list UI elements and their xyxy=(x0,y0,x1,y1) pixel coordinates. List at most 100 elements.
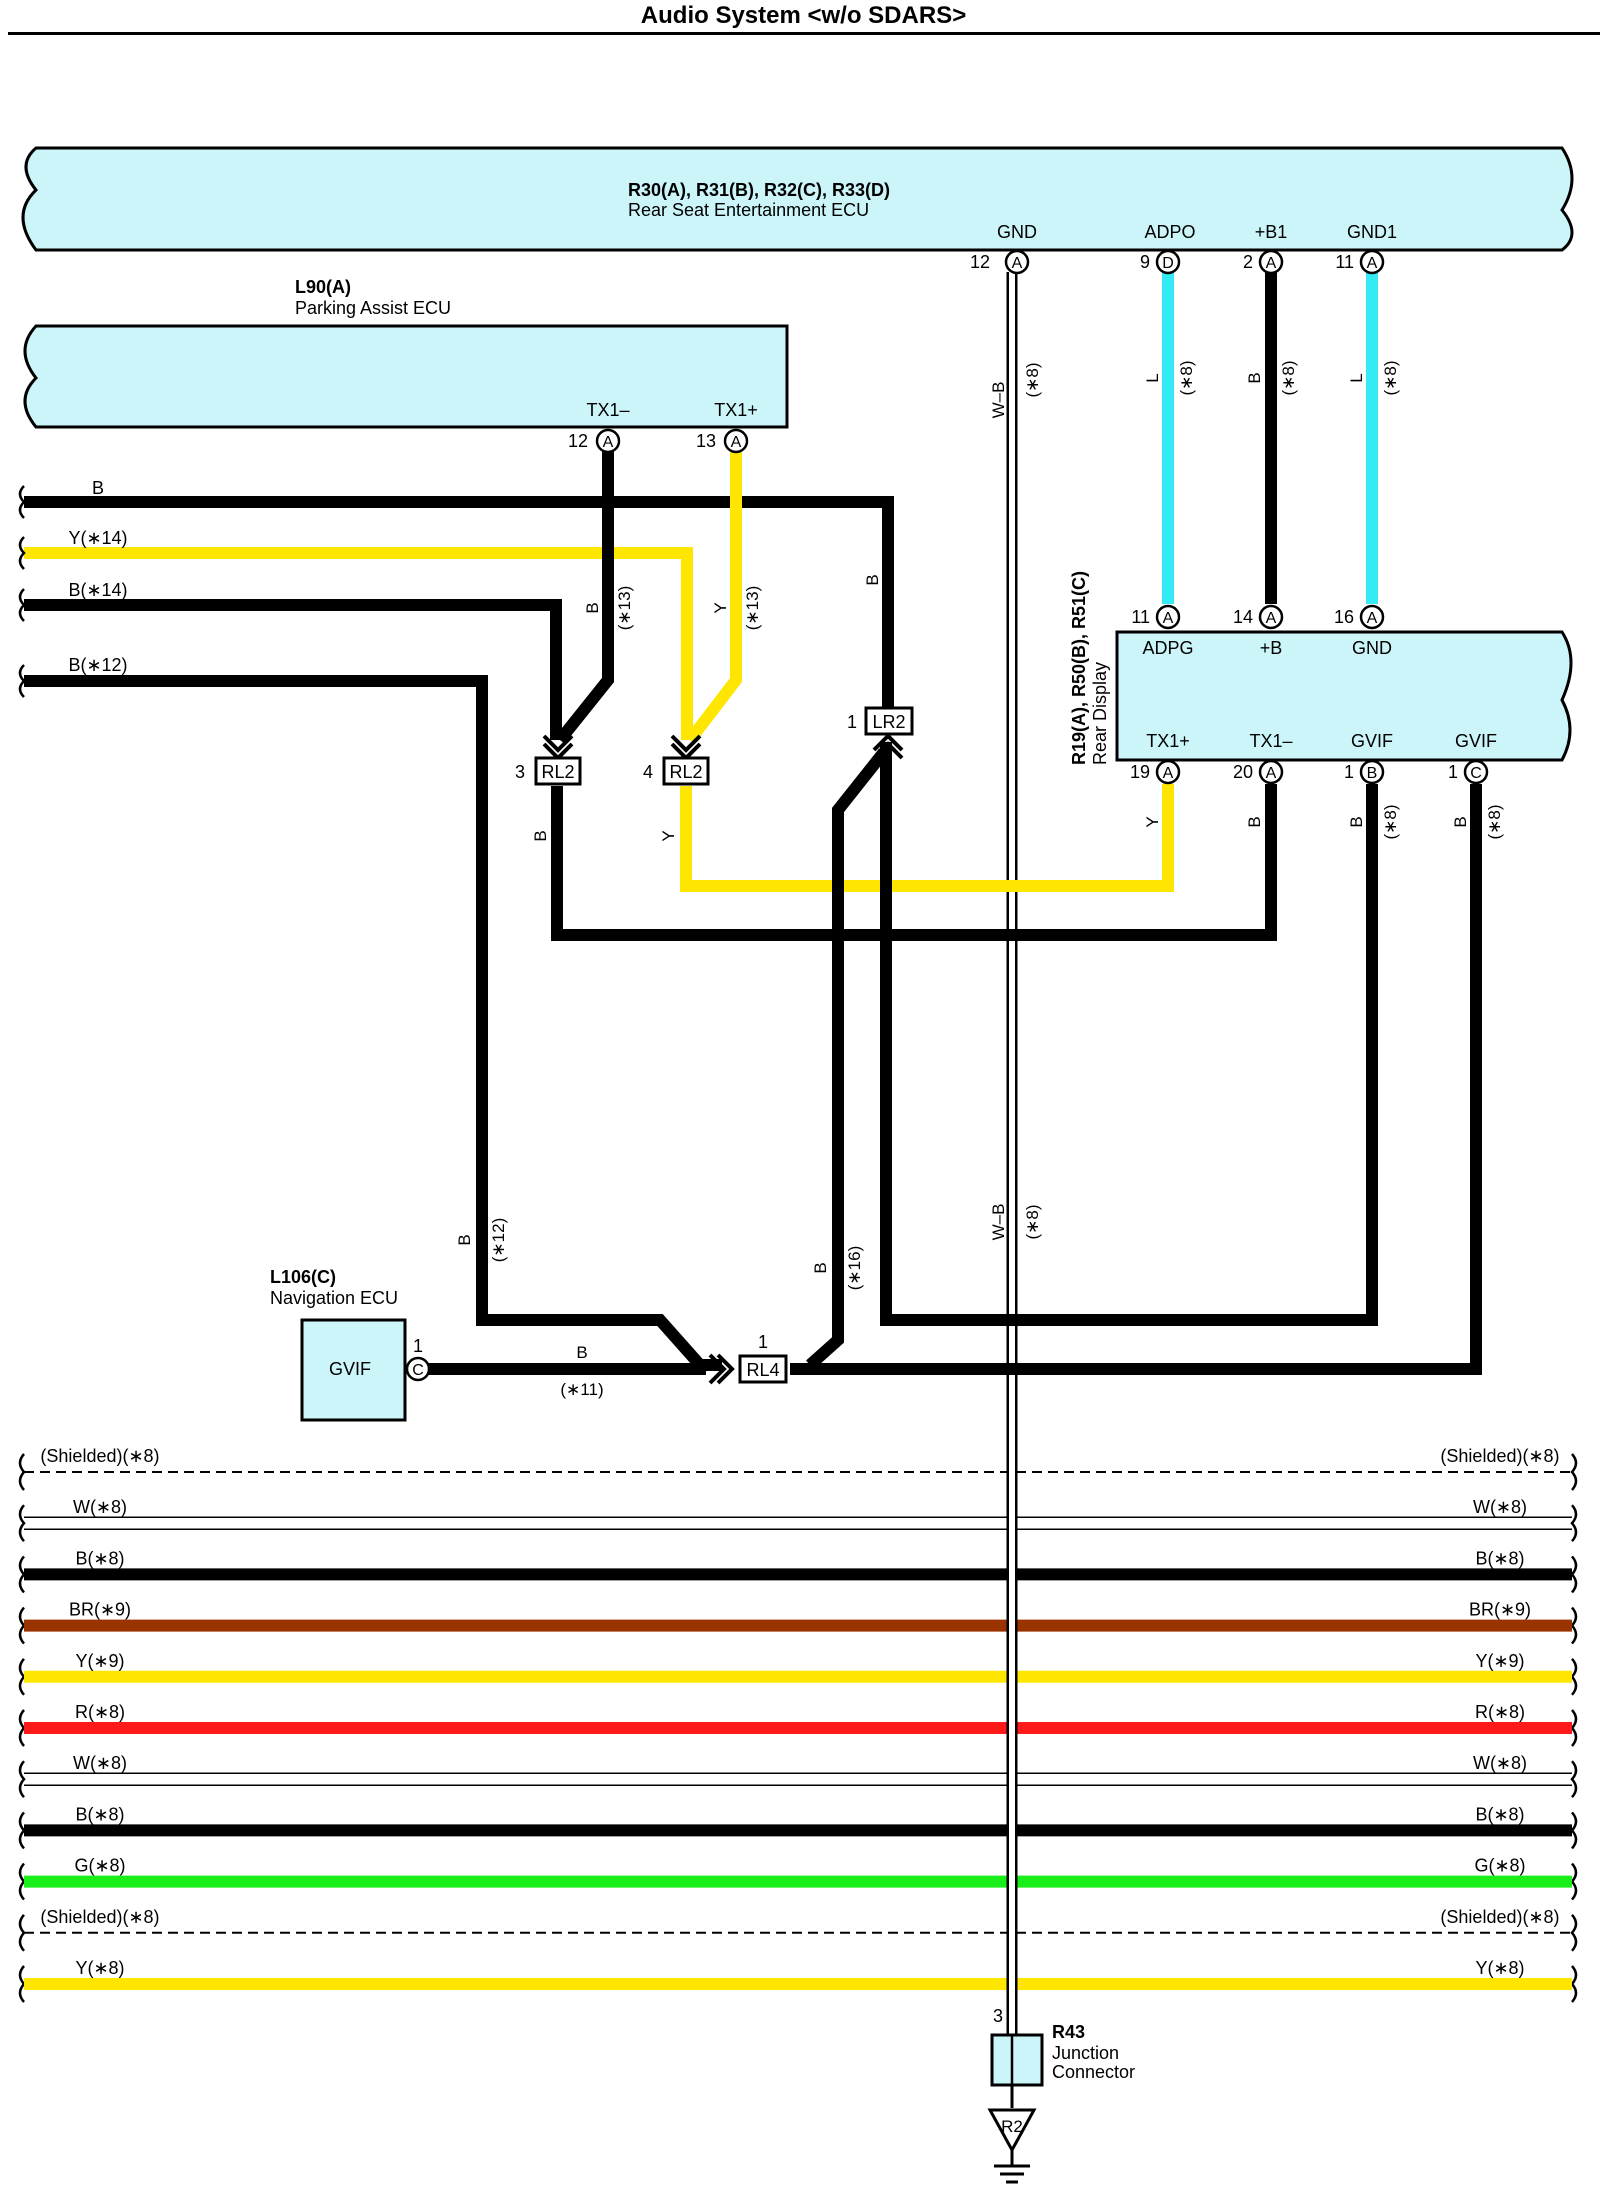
wire-label-gnd1: L xyxy=(1347,373,1366,382)
pa-pin-tx1m-num: 12 xyxy=(568,431,588,451)
rd-pin-adpg-conn: A xyxy=(1163,610,1174,627)
rd-pin-tx1m-num: 20 xyxy=(1233,762,1253,782)
wire-note-tx1p: (∗13) xyxy=(743,586,762,630)
bus-wire-break-left xyxy=(18,1913,26,1952)
nav-pin-num: 1 xyxy=(413,1336,423,1356)
rd-pin-tx1p-num: 19 xyxy=(1130,762,1150,782)
connector-rl2-b-label: RL2 xyxy=(669,762,702,782)
rse-pin-adpo-conn: D xyxy=(1162,255,1174,272)
nav-ecu-box: L106(C) Navigation ECU GVIF xyxy=(270,1267,407,1422)
junction-name-1: Junction xyxy=(1052,2043,1119,2063)
connector-lr2-label: LR2 xyxy=(872,712,905,732)
rd-pin-gnd-conn: A xyxy=(1367,610,1378,627)
wire-note-gnd: (∗8) xyxy=(1023,362,1042,397)
page-title: Audio System <w/o SDARS> xyxy=(640,2,967,29)
nav-pin-conn: C xyxy=(412,1362,424,1379)
wire-label-rl4: B xyxy=(811,1262,830,1273)
rear-display-bottom-pins: TX1+ 19 A TX1– 20 A GVIF 1 B GVIF 1 C xyxy=(1130,731,1497,785)
rse-ecu-box: R30(A), R31(B), R32(C), R33(D) Rear Seat… xyxy=(21,146,1574,252)
rse-pin-b1-label: +B1 xyxy=(1255,222,1288,242)
bus-wire-label-right: (Shielded)(∗8) xyxy=(1440,1907,1559,1927)
pa-pin-tx1p-label: TX1+ xyxy=(714,400,758,420)
wire-note-rl4: (∗16) xyxy=(845,1246,864,1290)
bus-wire-break-left xyxy=(18,1862,26,1901)
title-rule xyxy=(8,32,1600,35)
rse-pin-gnd-num: 12 xyxy=(970,252,990,272)
pa-ecu-name: Parking Assist ECU xyxy=(295,298,451,318)
bus-wire-label-right: B(∗8) xyxy=(1475,1804,1524,1824)
bus-wire-label-right: W(∗8) xyxy=(1473,1497,1527,1517)
bus-wire-break-right xyxy=(1570,1606,1578,1645)
pa-pin-tx1m-conn: A xyxy=(603,434,614,451)
connector-rl2-b-pin: 4 xyxy=(643,762,653,782)
rse-ecu-code: R30(A), R31(B), R32(C), R33(D) xyxy=(628,180,890,200)
bus-wire-label-right: B(∗8) xyxy=(1475,1548,1524,1568)
bus-wire-label-left: (Shielded)(∗8) xyxy=(40,1907,159,1927)
rd-pin-gvifc-conn: C xyxy=(1470,765,1482,782)
connector-rl2-b: RL2 4 xyxy=(643,756,710,786)
connector-lr2-pin: 1 xyxy=(847,712,857,732)
rd-pin-b-label: +B xyxy=(1260,638,1283,658)
bus-wire-break-right xyxy=(1570,1657,1578,1696)
wire-label-rd-gvifc: B xyxy=(1451,816,1470,827)
wire-label-nav: B xyxy=(576,1343,587,1362)
rear-display-box: R19(A), R50(B), R51(C) Rear Display xyxy=(1069,571,1573,765)
rse-pin-b1-num: 2 xyxy=(1243,252,1253,272)
left-wire-label-b14: B(∗14) xyxy=(68,580,127,600)
bus-wire-label-left: R(∗8) xyxy=(75,1702,125,1722)
rd-pin-b-num: 14 xyxy=(1233,607,1253,627)
wire-label-gnd2: W–B xyxy=(989,1204,1008,1241)
rd-pin-tx1m-label: TX1– xyxy=(1249,731,1292,751)
wire-note-rd-gvifb: (∗8) xyxy=(1381,804,1400,839)
rear-display-name: Rear Display xyxy=(1090,662,1110,765)
bus-wire-break-right xyxy=(1570,1555,1578,1594)
bus-wire-break-right xyxy=(1570,1913,1578,1952)
rd-pin-gvifb-label: GVIF xyxy=(1351,731,1393,751)
rse-pin-adpo-num: 9 xyxy=(1140,252,1150,272)
bus-wire-break-right xyxy=(1570,1504,1578,1543)
bus-wire-break-right xyxy=(1570,1811,1578,1850)
left-wire-breaks xyxy=(18,485,26,698)
rd-pin-adpg-num: 11 xyxy=(1131,607,1150,627)
nav-ecu-pin: 1 C xyxy=(405,1336,431,1382)
connector-rl4: RL4 1 xyxy=(738,1332,788,1384)
wire-label-lr2: B xyxy=(863,574,882,585)
wire-labels: W–B (∗8) L (∗8) B (∗8) L (∗8) B (∗13) Y … xyxy=(455,360,1504,1399)
wire-label-b12: B xyxy=(455,1234,474,1245)
bus-wire-label-left: B(∗8) xyxy=(75,1548,124,1568)
rse-pin-gnd1-conn: A xyxy=(1367,255,1378,272)
bus-wire-label-left: (Shielded)(∗8) xyxy=(40,1446,159,1466)
bus-wire-label-left: G(∗8) xyxy=(74,1856,125,1876)
wire-note-b12: (∗12) xyxy=(489,1218,508,1262)
rd-pin-tx1p-label: TX1+ xyxy=(1146,731,1190,751)
rse-pin-gnd-conn: A xyxy=(1012,255,1023,272)
ground-symbol: R2 xyxy=(987,2085,1037,2184)
connector-rl2-a-label: RL2 xyxy=(541,762,574,782)
pa-ecu-code: L90(A) xyxy=(295,277,351,297)
bus-wire-label-left: Y(∗8) xyxy=(75,1958,124,1978)
connector-rl2-a-pin: 3 xyxy=(515,762,525,782)
wire-label-rd-tx1m: B xyxy=(1245,816,1264,827)
pa-ecu-pins: TX1– 12 A TX1+ 13 A xyxy=(568,400,758,454)
pa-ecu-wires xyxy=(555,448,742,744)
bus-wire-break-right xyxy=(1570,1965,1578,2003)
rd-pin-tx1m-conn: A xyxy=(1266,765,1277,782)
wire-label-rd-gvifb: B xyxy=(1347,816,1366,827)
rd-pin-tx1p-conn: A xyxy=(1163,765,1174,782)
rd-pin-gvifc-num: 1 xyxy=(1448,762,1458,782)
left-wire-labels: B Y(∗14) B(∗14) B(∗12) xyxy=(68,478,127,675)
rse-ecu-wires xyxy=(1006,272,1378,2035)
bus-wire-break-left xyxy=(18,1760,26,1799)
bus-wire-label-left: W(∗8) xyxy=(73,1753,127,1773)
rse-pin-gnd-label: GND xyxy=(997,222,1037,242)
rd-pin-gvifb-conn: B xyxy=(1367,765,1378,782)
wire-label-rd-tx1p: Y xyxy=(1143,816,1162,827)
bus-wire-break-left xyxy=(18,1504,26,1543)
wire-note-gnd1: (∗8) xyxy=(1381,360,1400,395)
wire-note-b1: (∗8) xyxy=(1279,360,1298,395)
left-wire-label-y14: Y(∗14) xyxy=(68,528,127,548)
wire-label-rl2a: B xyxy=(531,830,550,841)
bus-wire-break-right xyxy=(1570,1862,1578,1901)
junction-connector: 3 R43 Junction Connector xyxy=(990,2006,1135,2087)
